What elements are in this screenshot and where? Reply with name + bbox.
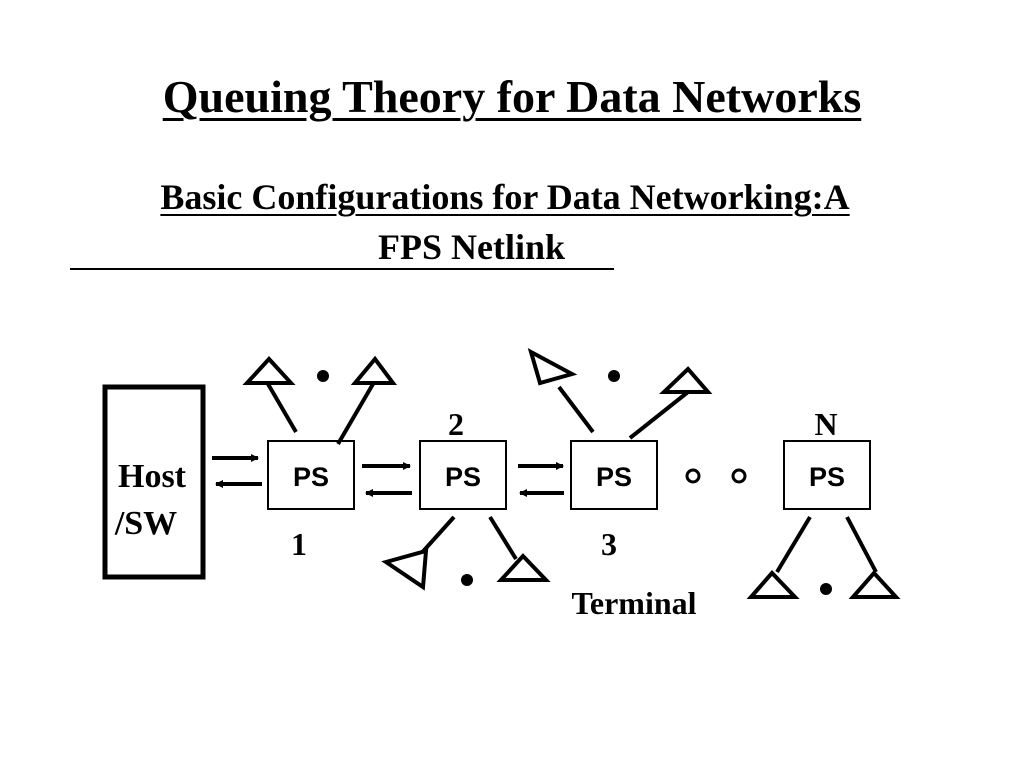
link-ps1-ps2 [362, 462, 412, 497]
terminals-ps1 [242, 355, 397, 446]
terminal-icon [350, 355, 397, 385]
terminal-dot [461, 574, 473, 586]
sw-label: /SW [114, 505, 177, 542]
node-number-n: N [814, 406, 837, 442]
terminal-label: Terminal [571, 585, 696, 621]
link-ps2-ps3 [518, 462, 564, 497]
ps-node-1-label: PS [293, 462, 329, 492]
host-sw-box: Host /SW [102, 384, 206, 580]
terminal-icon [527, 347, 578, 386]
terminal-icon [496, 553, 551, 582]
link-host-ps1 [212, 454, 262, 488]
ps-node-2-label: PS [445, 462, 481, 492]
node-number-3: 3 [601, 526, 617, 562]
subtitle-line-2: FPS Netlink [70, 222, 614, 272]
terminals-psn [746, 515, 901, 599]
ps-node-3-label: PS [596, 462, 632, 492]
terminal-icon [242, 356, 296, 385]
ps-node-n: PS [783, 440, 871, 510]
terminals-ps3 [527, 347, 713, 440]
terminal-icon [746, 570, 800, 599]
node-number-2: 2 [448, 406, 464, 442]
terminals-ps2 [381, 515, 551, 591]
terminal-dot [608, 370, 620, 382]
terminal-dot [820, 583, 832, 595]
ellipsis-circles [685, 468, 747, 484]
terminal-icon [659, 366, 713, 394]
ps-node-3: PS [570, 440, 658, 510]
host-label: Host [118, 458, 187, 495]
terminal-icon [848, 570, 901, 599]
ps-node-2: PS [419, 440, 507, 510]
terminal-dot [317, 370, 329, 382]
slide-subtitle: Basic Configurations for Data Networking… [70, 172, 940, 272]
subtitle-line-1: Basic Configurations for Data Networking… [160, 177, 850, 217]
ps-node-1: PS [267, 440, 355, 510]
node-number-1: 1 [291, 526, 307, 562]
slide-title: Queuing Theory for Data Networks [162, 71, 862, 122]
terminal-icon [381, 548, 429, 591]
ps-node-n-label: PS [809, 462, 845, 492]
